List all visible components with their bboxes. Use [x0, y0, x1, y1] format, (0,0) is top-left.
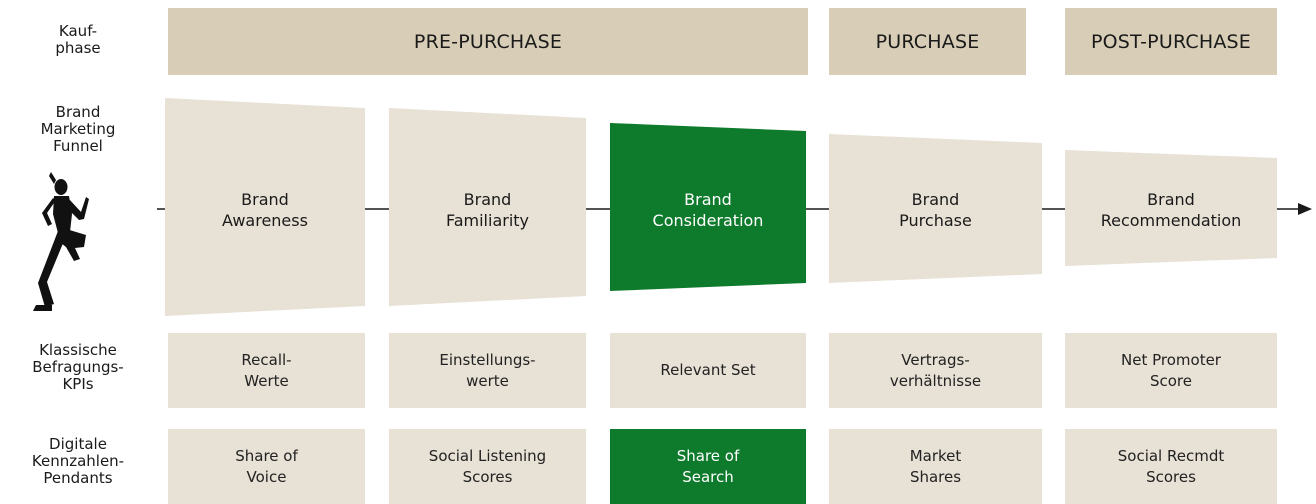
stage-brand-purchase: Brand Purchase [899, 190, 972, 230]
runner-silhouette-icon [33, 172, 89, 311]
kpi-recall-werte: Recall- Werte [168, 333, 365, 408]
row-label-kaufphase: Kauf- phase [55, 22, 101, 57]
phase-pre-purchase: PRE-PURCHASE [168, 8, 808, 75]
stage-brand-consideration: Brand Consideration [652, 190, 764, 230]
stage-shape-familiarity [389, 108, 586, 306]
stage-brand-familiarity: Brand Familiarity [445, 190, 530, 230]
row-label-klassische-kpis: Klassische Befragungs- KPIs [32, 341, 124, 393]
digital-market-shares: Market Shares [829, 429, 1042, 504]
phase-post-purchase: POST-PURCHASE [1065, 8, 1277, 75]
stage-shape-purchase [829, 134, 1042, 283]
phase-purchase: PURCHASE [829, 8, 1026, 75]
stage-shape-consideration [610, 123, 806, 291]
digital-share-of-search: Share of Search [610, 429, 806, 504]
stage-brand-recommendation: Brand Recommendation [1100, 190, 1242, 230]
digital-share-of-voice: Share of Voice [168, 429, 365, 504]
digital-social-recmdt-scores: Social Recmdt Scores [1065, 429, 1277, 504]
kpi-relevant-set: Relevant Set [610, 333, 806, 408]
row-label-brand-marketing-funnel: Brand Marketing Funnel [40, 103, 116, 155]
kpi-vertragsverhaeltnisse: Vertrags- verhältnisse [829, 333, 1042, 408]
stage-shape-recommendation [1065, 150, 1277, 266]
digital-social-listening-scores: Social Listening Scores [389, 429, 586, 504]
kpi-net-promoter-score: Net Promoter Score [1065, 333, 1277, 408]
stage-brand-awareness: Brand Awareness [222, 190, 308, 230]
stage-shape-awareness [165, 98, 365, 316]
row-label-digitale-kennzahlen: Digitale Kennzahlen- Pendants [31, 435, 125, 487]
arrow-right-icon [1298, 203, 1312, 215]
kpi-einstellungswerte: Einstellungs- werte [389, 333, 586, 408]
